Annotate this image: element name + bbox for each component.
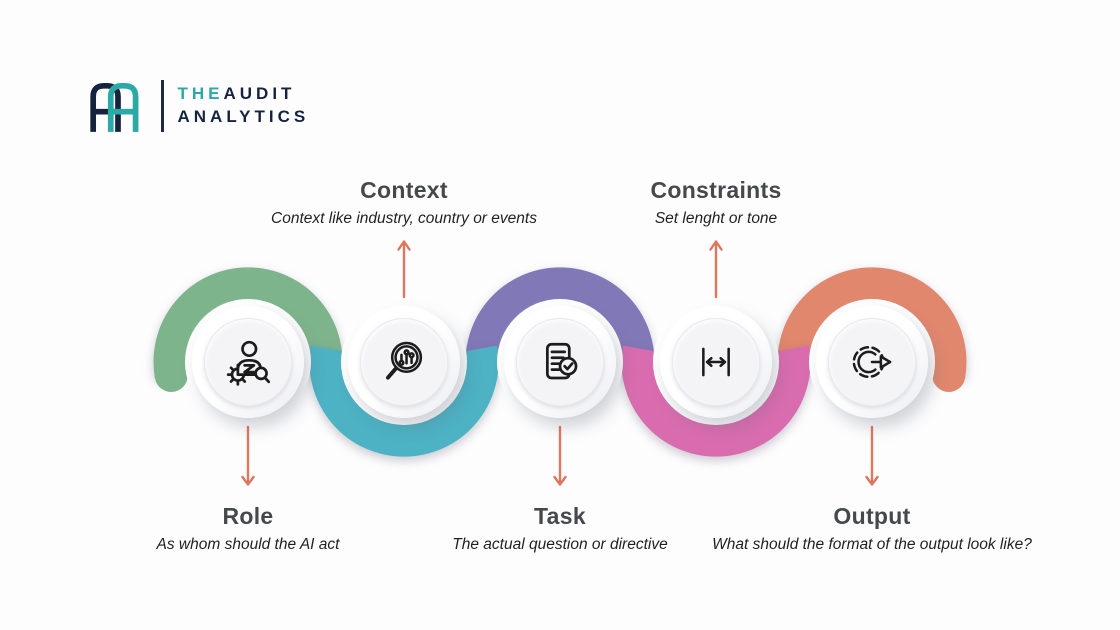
arrow-down-task	[553, 425, 567, 486]
checklist-document-icon	[545, 342, 578, 380]
node-role-disc	[204, 318, 292, 406]
label-constraints-desc: Set lenght or tone	[654, 210, 778, 227]
arc-role	[153, 267, 343, 379]
node-constraints	[653, 299, 779, 425]
label-task-title: Task	[534, 503, 586, 529]
logo-word-audit: AUDIT	[223, 84, 296, 103]
node-context-disc	[360, 318, 448, 406]
arc-constraints	[621, 345, 811, 457]
label-context-title: Context	[360, 177, 448, 203]
arc-context	[309, 345, 499, 457]
label-context-desc: Context like industry, country or events	[271, 210, 537, 227]
arrow-down-role	[241, 425, 255, 486]
magnifier-circuit-icon	[386, 341, 423, 380]
arrow-up-constraints	[709, 240, 723, 299]
logo-divider	[161, 80, 164, 132]
label-role-desc: As whom should the AI act	[156, 536, 340, 553]
brand-logo: THEAUDIT ANALYTICS	[88, 80, 309, 132]
person-gear-magnifier-icon	[226, 340, 271, 386]
label-role-title: Role	[222, 503, 274, 529]
logo-wordmark: THEAUDIT ANALYTICS	[178, 83, 310, 129]
label-output: Output What should the format of the out…	[672, 503, 1072, 554]
node-output-disc	[828, 318, 916, 406]
arc-task	[465, 267, 655, 379]
node-context	[341, 299, 467, 425]
label-constraints: Constraints Set lenght or tone	[516, 177, 916, 228]
arc-output-endcap	[932, 359, 966, 392]
width-constraint-icon	[702, 347, 730, 377]
logo-word-the: THE	[177, 84, 224, 103]
logo-word-analytics: ANALYTICS	[177, 107, 310, 126]
arc-output	[777, 267, 967, 379]
node-task-disc	[516, 318, 604, 406]
gear-arrow-output-icon	[852, 345, 892, 379]
label-role: Role As whom should the AI act	[48, 503, 448, 554]
arc-role-endcap	[154, 359, 188, 392]
label-constraints-title: Constraints	[650, 177, 782, 203]
label-output-title: Output	[833, 503, 911, 529]
arrow-up-context	[397, 240, 411, 299]
label-output-desc: What should the format of the output loo…	[712, 536, 1032, 553]
node-role	[185, 299, 311, 425]
node-output	[809, 299, 935, 425]
node-task	[497, 299, 623, 425]
arrow-down-output	[865, 425, 879, 486]
label-task-desc: The actual question or directive	[452, 536, 668, 553]
node-constraints-disc	[672, 318, 760, 406]
label-task: Task The actual question or directive	[360, 503, 760, 554]
label-context: Context Context like industry, country o…	[204, 177, 604, 228]
logo-monogram-icon	[90, 82, 139, 132]
